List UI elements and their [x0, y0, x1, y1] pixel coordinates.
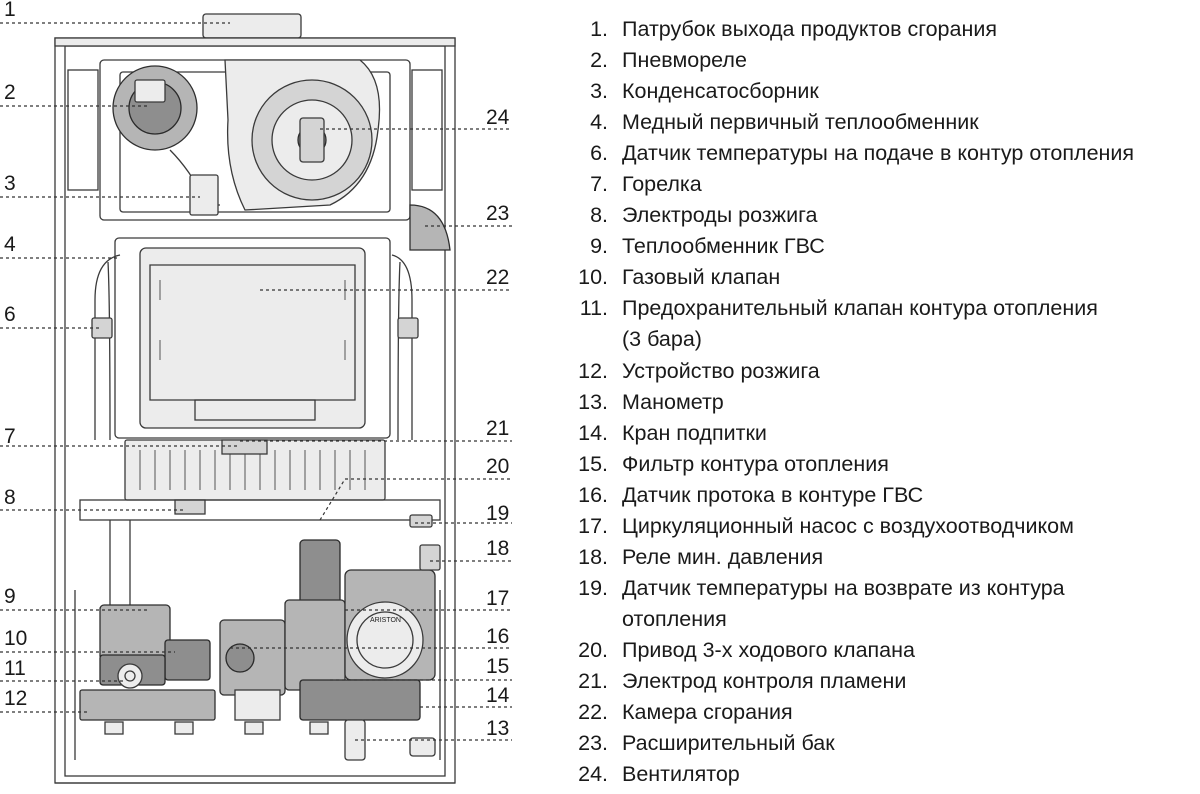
legend-item: 4.Медный первичный теплообменник [590, 110, 979, 135]
callout-3: 3 [4, 172, 16, 195]
callout-11: 11 [4, 657, 26, 680]
legend-item: 13.Манометр [578, 389, 724, 414]
callout-10: 10 [4, 627, 27, 650]
callout-24: 24 [486, 106, 510, 129]
legend-item: 14.Кран подпитки [578, 420, 767, 445]
legend-item: 12.Устройство розжига [578, 358, 820, 383]
callout-9: 9 [4, 585, 16, 608]
callout-18: 18 [486, 537, 509, 560]
callout-19: 19 [486, 502, 509, 525]
callout-4: 4 [4, 233, 16, 256]
legend-item: 19.Датчик температуры на возврате из кон… [578, 575, 1065, 631]
fan-assembly [99, 59, 411, 221]
callouts-left: 1 2 3 4 6 7 8 9 10 11 12 [4, 0, 27, 710]
legend-item: 23.Расширительный бак [578, 731, 835, 756]
burner [124, 439, 386, 515]
callout-7: 7 [4, 425, 16, 448]
legend-item: 6.Датчик температуры на подаче в контур … [590, 141, 1135, 166]
legend-item: 24.Вентилятор [578, 762, 740, 787]
legend-item: 1.Патрубок выхода продуктов сгорания [590, 17, 997, 41]
combustion-chamber [114, 237, 391, 439]
hydraulic-group: ARISTON [55, 499, 455, 784]
legend-item: 18.Реле мин. давления [578, 544, 824, 569]
callout-15: 15 [486, 655, 509, 678]
callout-6: 6 [4, 303, 16, 326]
legend-item: 10.Газовый клапан [578, 265, 781, 290]
callout-14: 14 [486, 684, 510, 707]
callout-16: 16 [486, 625, 509, 648]
callout-17: 17 [486, 587, 509, 610]
expansion-vessel [409, 204, 451, 251]
legend-item: 20.Привод 3-х ходового клапана [578, 637, 915, 662]
legend-item: 16.Датчик протока в контуре ГВС [578, 482, 924, 507]
callout-12: 12 [4, 687, 27, 710]
pump-brand-label: ARISTON [370, 617, 401, 624]
callout-22: 22 [486, 266, 509, 289]
callouts-right: 24 23 22 21 20 19 18 17 16 15 14 13 [486, 106, 510, 740]
callout-20: 20 [486, 455, 509, 478]
legend-item: 11.Предохранительный клапан контура отоп… [579, 296, 1098, 352]
leader-lines [0, 22, 512, 741]
legend-item: 17.Циркуляционный насос с воздухоотводчи… [578, 513, 1074, 538]
callout-1: 1 [4, 0, 16, 21]
legend-item: 3.Конденсатосборник [590, 79, 819, 104]
boiler-diagram: ARISTON [0, 0, 512, 784]
legend-item: 21.Электрод контроля пламени [578, 668, 907, 693]
legend-item: 2.Пневмореле [590, 48, 747, 73]
legend-item: 7.Горелка [590, 172, 702, 197]
legend-item: 9.Теплообменник ГВС [590, 234, 825, 259]
callout-8: 8 [4, 486, 16, 509]
primary-heat-exchanger-pipes [91, 254, 419, 441]
callout-23: 23 [486, 202, 509, 225]
legend-item: 22.Камера сгорания [578, 700, 793, 725]
callout-21: 21 [486, 417, 509, 440]
legend-item: 8.Электроды розжига [590, 203, 818, 228]
parts-legend: 1.Патрубок выхода продуктов сгорания 2.П… [548, 14, 1198, 790]
legend-item: 15.Фильтр контура отопления [578, 451, 889, 476]
callout-13: 13 [486, 717, 509, 740]
callout-2: 2 [4, 81, 16, 104]
